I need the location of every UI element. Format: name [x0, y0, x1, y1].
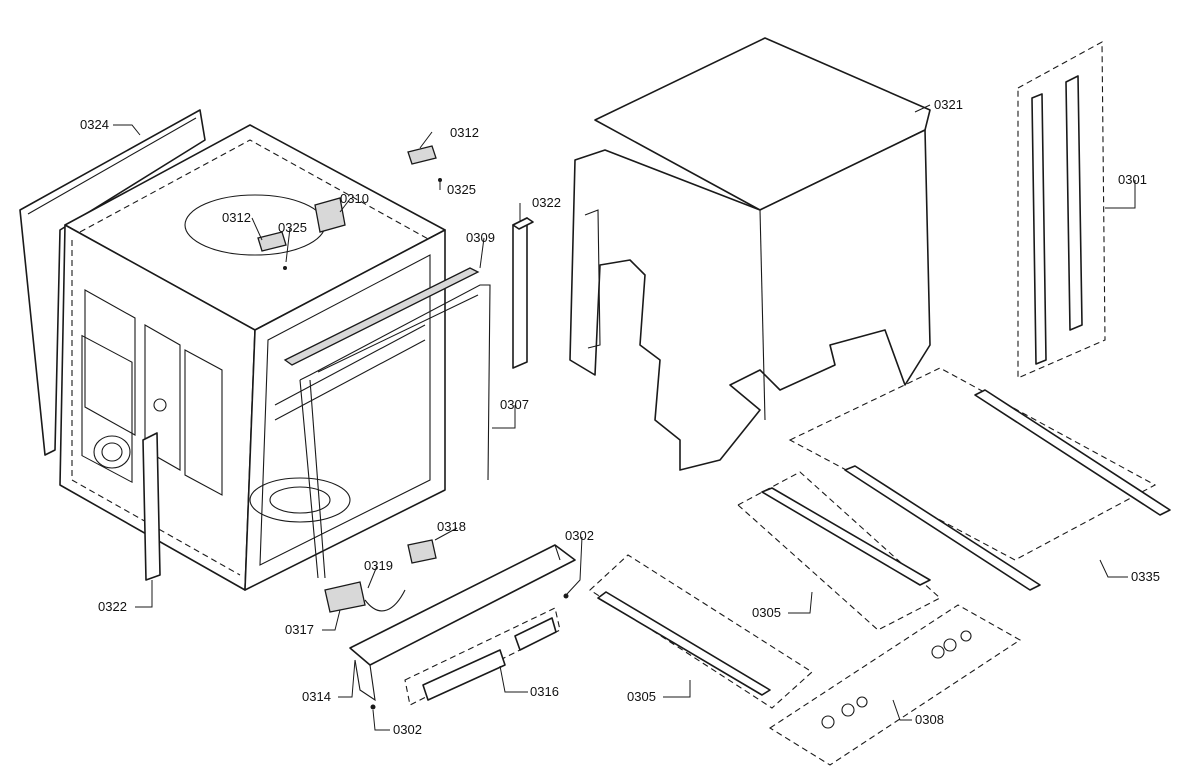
part-rail-kit-upper — [788, 367, 1171, 591]
part-tub — [59, 124, 446, 591]
callout-0307: 0307 — [500, 397, 529, 412]
part-back-sheet — [19, 109, 206, 456]
callout-0325-left: 0325 — [278, 220, 307, 235]
callout-0302-upper: 0302 — [565, 528, 594, 543]
part-block-lower — [142, 432, 161, 581]
screw-upper — [563, 593, 569, 599]
callout-0312-left: 0312 — [222, 210, 251, 225]
part-brackets — [257, 145, 442, 270]
part-switch — [324, 539, 437, 613]
callout-0322-lower: 0322 — [98, 599, 127, 614]
callout-0305-lower: 0305 — [627, 689, 656, 704]
part-block-upper — [512, 217, 534, 369]
screw-lower — [370, 704, 376, 710]
callout-0310: 0310 — [340, 191, 369, 206]
callout-0314: 0314 — [302, 689, 331, 704]
part-wheel-kit — [768, 604, 1022, 766]
callout-0302-lower: 0302 — [393, 722, 422, 737]
callout-0319: 0319 — [364, 558, 393, 573]
callout-labels: 0324 0312 0325 0310 0312 0325 0309 0322 … — [80, 97, 1160, 737]
part-strip — [283, 267, 480, 366]
callout-0309: 0309 — [466, 230, 495, 245]
callout-0324: 0324 — [80, 117, 109, 132]
leader-lines — [113, 104, 1136, 731]
callout-0322-upper: 0322 — [532, 195, 561, 210]
part-side-trim — [1017, 41, 1106, 379]
callout-0321: 0321 — [934, 97, 963, 112]
part-kickplate — [349, 544, 576, 702]
part-kick-blocks — [404, 607, 561, 706]
callout-0318: 0318 — [437, 519, 466, 534]
callout-0325-right: 0325 — [447, 182, 476, 197]
callout-0301: 0301 — [1118, 172, 1147, 187]
callout-0316: 0316 — [530, 684, 559, 699]
callout-0335: 0335 — [1131, 569, 1160, 584]
callout-0305-upper: 0305 — [752, 605, 781, 620]
callout-0317: 0317 — [285, 622, 314, 637]
part-rail-kit-mid — [737, 471, 941, 631]
callout-0312-right: 0312 — [450, 125, 479, 140]
part-rail-kit-lower — [589, 554, 813, 709]
part-insulation-jacket — [569, 37, 931, 471]
part-gasket — [299, 284, 491, 579]
callout-0308: 0308 — [915, 712, 944, 727]
